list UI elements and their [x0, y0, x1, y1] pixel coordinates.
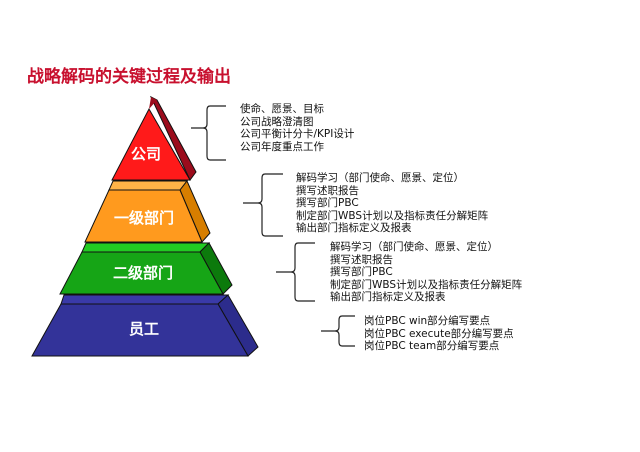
list-item: 岗位PBC team部分编写要点 [364, 340, 500, 353]
list-item: 制定部门WBS计划以及指标责任分解矩阵 [296, 209, 489, 222]
list-item: 输出部门指标定义及报表 [330, 291, 446, 304]
brace-group-4 [321, 315, 355, 347]
pyramid-layer-level1 [84, 180, 211, 243]
list-item: 岗位PBC win部分编写要点 [364, 315, 491, 327]
brace-group-3 [276, 242, 315, 302]
output-group-staff: 岗位PBC win部分编写要点 岗位PBC execute部分编写要点 岗位PB… [364, 315, 514, 353]
list-item: 解码学习（部门使命、愿景、定位） [296, 172, 464, 184]
list-item: 公司战略澄清图 [240, 115, 314, 128]
brace-group-2 [243, 173, 283, 237]
list-item: 输出部门指标定义及报表 [296, 222, 412, 235]
layer-label-company: 公司 [130, 145, 162, 163]
list-item: 撰写述职报告 [296, 184, 359, 197]
list-item: 解码学习（部门使命、愿景、定位） [330, 241, 498, 253]
layer-label-staff: 员工 [128, 320, 160, 338]
list-item: 岗位PBC execute部分编写要点 [364, 327, 514, 340]
layer-label-level2: 二级部门 [112, 264, 174, 282]
list-item: 撰写部门PBC [296, 197, 359, 210]
list-item: 制定部门WBS计划以及指标责任分解矩阵 [330, 278, 523, 291]
list-item: 使命、愿景、目标 [240, 103, 324, 115]
output-group-level1: 解码学习（部门使命、愿景、定位） 撰写述职报告 撰写部门PBC 制定部门WBS计… [296, 172, 488, 235]
list-item: 公司年度重点工作 [240, 140, 324, 153]
pyramid-layer-staff [31, 294, 259, 357]
list-item: 撰写述职报告 [330, 253, 393, 266]
pyramid-layer-level2 [59, 242, 233, 295]
brace-group-1 [191, 105, 226, 161]
output-group-company: 使命、愿景、目标 公司战略澄清图 公司平衡计分卡/KPI设计 公司年度重点工作 [240, 103, 354, 153]
page-title: 战略解码的关键过程及输出 [27, 67, 231, 87]
pyramid-layer-company [111, 95, 197, 181]
list-item: 公司平衡计分卡/KPI设计 [240, 128, 355, 141]
list-item: 撰写部门PBC [330, 266, 393, 279]
layer-label-level1: 一级部门 [113, 209, 175, 227]
output-group-level2: 解码学习（部门使命、愿景、定位） 撰写述职报告 撰写部门PBC 制定部门WBS计… [330, 241, 522, 304]
